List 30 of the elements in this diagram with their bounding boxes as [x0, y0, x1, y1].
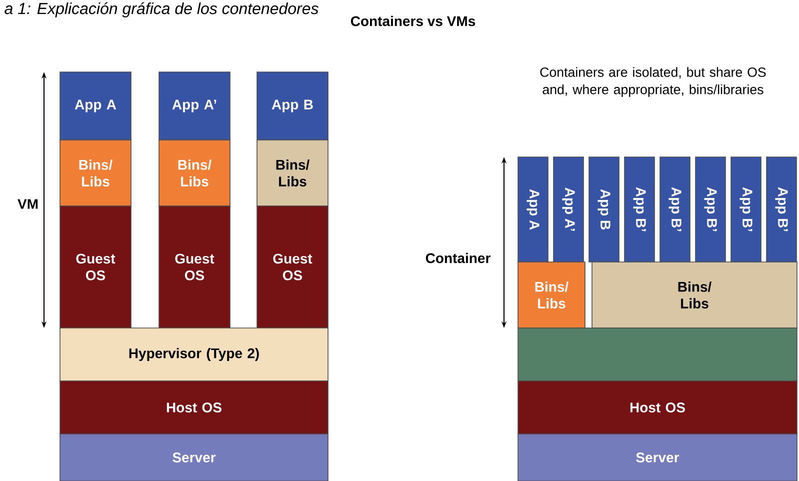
- library-box: Bins/ Libs: [518, 262, 586, 328]
- library-box: Bins/ Libs: [592, 262, 798, 328]
- host-os-band: Host OS: [60, 380, 328, 434]
- server-band: Server: [60, 434, 328, 481]
- engine-band: [518, 328, 798, 382]
- app-box: App B’: [695, 156, 726, 262]
- server-band: Server: [518, 434, 798, 481]
- note: Containers are isolated, but share OS and, where appropriate, bins/libraries: [540, 67, 766, 97]
- app-box: App A’: [553, 156, 584, 262]
- guest-os-box: Guest OS: [158, 206, 230, 328]
- guest-os-box: Guest OS: [256, 206, 328, 328]
- library-box: Bins/ Libs: [158, 140, 230, 206]
- app-box: App A: [518, 156, 548, 262]
- app-box: App B’: [624, 156, 655, 262]
- app-box: App B: [256, 72, 328, 140]
- side-label: VM: [18, 199, 38, 209]
- app-box: App B: [588, 156, 620, 262]
- side-label: Container: [426, 252, 490, 264]
- caption: a 1: Explicación gráfica de los contenedores: [4, 2, 318, 18]
- app-box: App A’: [158, 72, 230, 140]
- library-box: Bins/ Libs: [256, 140, 328, 206]
- app-box: App B’: [730, 156, 762, 262]
- guest-os-box: Guest OS: [60, 206, 132, 328]
- title: Containers vs VMs: [350, 16, 476, 26]
- app-box: App B’: [766, 156, 797, 262]
- host-os-band: Host OS: [518, 380, 798, 434]
- app-box: App A: [60, 72, 132, 140]
- library-box: Bins/ Libs: [60, 140, 132, 206]
- app-box: App B’: [660, 156, 690, 262]
- hypervisor-band: Hypervisor (Type 2): [60, 328, 328, 382]
